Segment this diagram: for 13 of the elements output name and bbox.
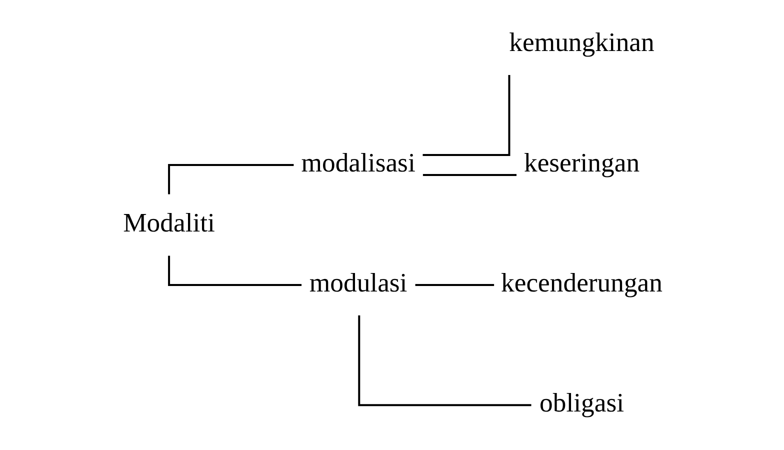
- connector: [168, 164, 294, 194]
- connector: [414, 284, 494, 286]
- connector: [168, 256, 302, 286]
- node-text: modulasi: [308, 267, 407, 298]
- node-text: kemungkinan: [508, 27, 654, 58]
- connector: [422, 174, 516, 176]
- node-text: kecenderungan: [500, 267, 662, 298]
- node-text: obligasi: [539, 387, 624, 418]
- node-text: keseringan: [524, 147, 640, 178]
- node-text: Modaliti: [122, 207, 214, 238]
- connector: [358, 315, 531, 406]
- connector: [422, 74, 510, 156]
- node-text: modalisasi: [300, 147, 415, 178]
